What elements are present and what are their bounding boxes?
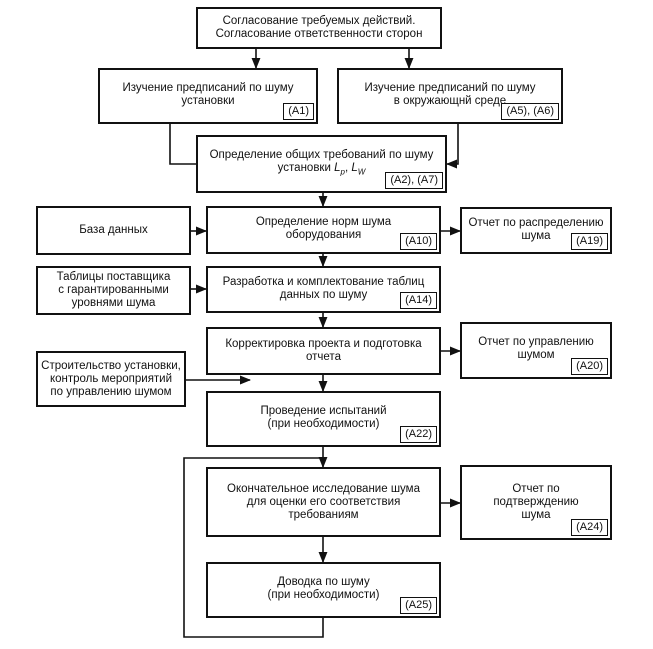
node-finishing-text: Доводка по шуму (при необходимости) (267, 576, 380, 601)
node-report-confirm: Отчет по подтверждению шума (A24) (460, 465, 612, 540)
node-tests-text: Проведение испытаний (при необходимости) (260, 405, 387, 430)
node-vendor-tables-text: Таблицы поставщика с гарантированными ур… (56, 271, 171, 309)
node-final-study: Окончательное исследование шума для оцен… (206, 467, 441, 537)
node-project-fix: Корректировка проекта и подготовка отчет… (206, 327, 441, 375)
node-report-dist: Отчет по распределению шума (A19) (460, 207, 612, 254)
node-general-req-tag: (A2), (A7) (385, 172, 443, 189)
arrow-study-env-to-general (445, 124, 459, 169)
node-report-mgmt-text: Отчет по управлению шумом (478, 336, 594, 361)
node-equip-norms: Определение норм шума оборудования (A10) (206, 206, 441, 254)
node-study-env-tag: (A5), (A6) (501, 103, 559, 120)
node-study-install-tag: (A1) (283, 103, 314, 120)
node-study-env: Изучение предписаний по шуму в окружающн… (337, 68, 563, 124)
symbol-l-w: LW (351, 162, 366, 177)
symbol-l-p: Lp (334, 162, 345, 177)
node-study-env-text: Изучение предписаний по шуму в окружающн… (364, 82, 536, 107)
node-tests-tag: (A22) (400, 426, 437, 443)
node-vendor-tables: Таблицы поставщика с гарантированными ур… (36, 266, 191, 315)
node-equip-norms-text: Определение норм шума оборудования (255, 216, 392, 241)
node-report-mgmt-tag: (A20) (571, 358, 608, 375)
node-general-req: Определение общих требований по шуму уст… (196, 135, 447, 193)
node-construction-text: Строительство установки, контроль меропр… (41, 359, 181, 398)
node-report-dist-tag: (A19) (571, 233, 608, 250)
node-study-install: Изучение предписаний по шуму установки (… (98, 68, 318, 124)
node-report-confirm-text: Отчет по подтверждению шума (493, 483, 579, 521)
node-finishing: Доводка по шуму (при необходимости) (A25… (206, 562, 441, 618)
node-equip-norms-tag: (A10) (400, 233, 437, 250)
node-general-req-text-pre: Определение общих требований по шуму уст… (209, 149, 434, 174)
node-data-tables: Разработка и комплектование таблиц данны… (206, 266, 441, 313)
loop-finishing-to-final (183, 457, 324, 638)
node-data-tables-text: Разработка и комплектование таблиц данны… (222, 276, 425, 301)
node-tests: Проведение испытаний (при необходимости)… (206, 391, 441, 447)
node-agree: Согласование требуемых действий. Согласо… (196, 7, 442, 49)
node-general-req-text: Определение общих требований по шуму уст… (202, 149, 441, 178)
node-report-dist-text: Отчет по распределению шума (468, 217, 604, 242)
node-construction: Строительство установки, контроль меропр… (36, 351, 186, 407)
node-finishing-tag: (A25) (400, 597, 437, 614)
node-final-study-text: Окончательное исследование шума для оцен… (227, 483, 420, 521)
arrow-study-install-to-general (169, 124, 208, 169)
node-general-req-text-sep: , (344, 162, 349, 174)
node-database-text: База данных (79, 224, 148, 236)
node-report-mgmt: Отчет по управлению шумом (A20) (460, 322, 612, 379)
node-report-confirm-tag: (A24) (571, 519, 608, 536)
node-data-tables-tag: (A14) (400, 292, 437, 309)
node-study-install-text: Изучение предписаний по шуму установки (122, 82, 294, 107)
node-project-fix-text: Корректировка проекта и подготовка отчет… (225, 338, 422, 363)
node-database: База данных (36, 206, 191, 255)
node-agree-text: Согласование требуемых действий. Согласо… (215, 15, 423, 40)
